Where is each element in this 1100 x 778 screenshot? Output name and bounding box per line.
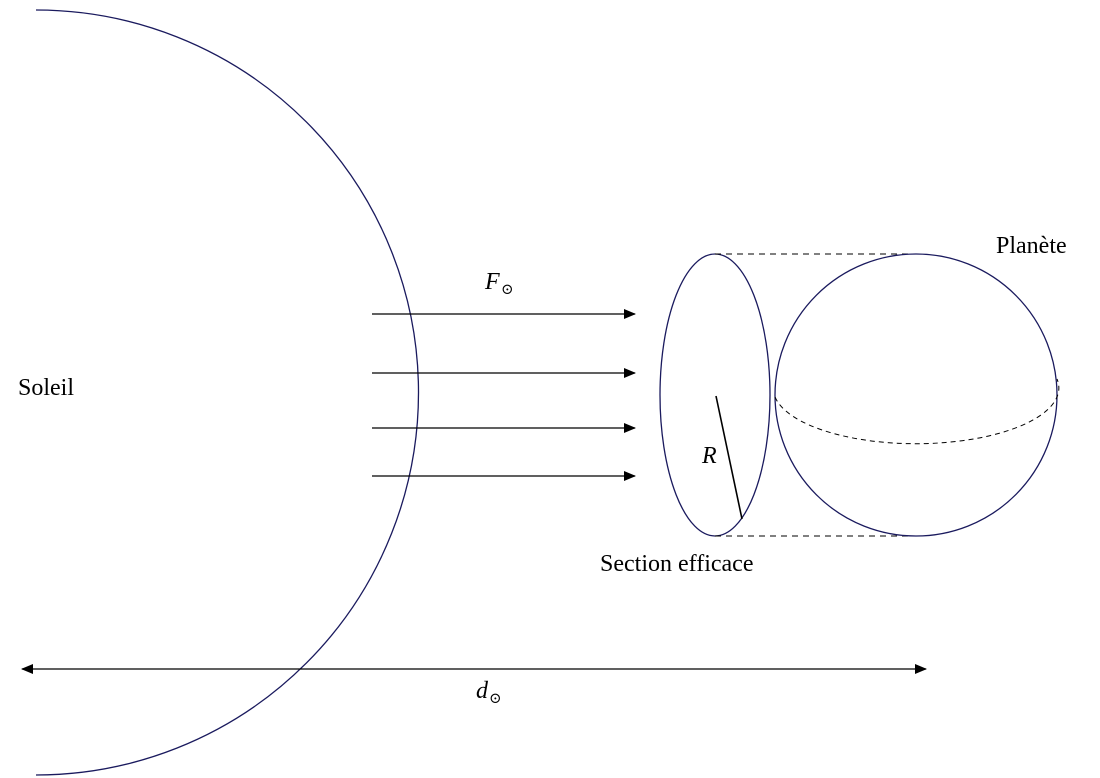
distance-subscript: ⊙ (489, 691, 502, 707)
planet-label: Planète (996, 233, 1067, 259)
planet-sphere (774, 253, 1058, 537)
sun-arc (35, 9, 420, 776)
radius-label: R (701, 443, 717, 469)
distance-label: d ⊙ (476, 678, 502, 707)
cross-section-label: Section efficace (600, 551, 753, 577)
flux-label: F ⊙ (484, 269, 514, 298)
cross-section-ellipse (659, 253, 771, 537)
radius-line (715, 395, 743, 520)
flux-symbol: F (484, 269, 500, 295)
flux-arrows (372, 309, 636, 481)
sun-label: Soleil (18, 375, 74, 401)
flux-subscript: ⊙ (501, 282, 514, 298)
distance-symbol: d (476, 678, 489, 704)
planet-equator (774, 378, 1060, 445)
